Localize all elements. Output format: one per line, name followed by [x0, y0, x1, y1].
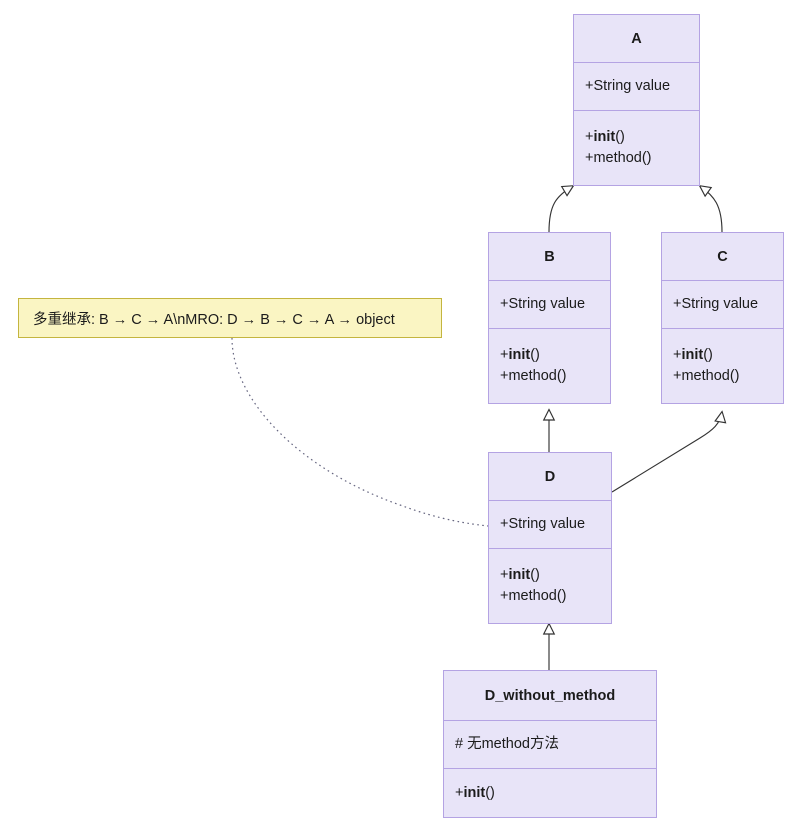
class-b-method-init: +init()	[500, 345, 610, 366]
class-b-title: B	[489, 233, 610, 281]
class-c-method-init: +init()	[673, 345, 783, 366]
class-box-c[interactable]: C +String value +init() +method()	[661, 232, 784, 404]
method-init-prefix: +	[500, 347, 509, 363]
edge-b-to-a	[548, 186, 573, 233]
class-a-method-method: +method()	[585, 150, 652, 166]
class-dwm-method-init: +init()	[455, 783, 656, 804]
class-b-method-method: +method()	[500, 368, 567, 384]
class-dwm-attribute: # 无method方法	[455, 736, 559, 752]
class-a-title: A	[574, 15, 699, 63]
class-dwm-attributes: # 无method方法	[444, 721, 656, 769]
class-box-d-without-method[interactable]: D_without_method # 无method方法 +init()	[443, 670, 657, 818]
class-a-attribute: +String value	[585, 78, 671, 94]
class-d-methods: +init() +method()	[489, 549, 611, 623]
class-b-methods: +init() +method()	[489, 329, 610, 403]
class-box-b[interactable]: B +String value +init() +method()	[488, 232, 611, 404]
class-a-method-init: +init()	[585, 127, 699, 148]
note-multiple-inheritance[interactable]: 多重继承: B → C → A\nMRO: D → B → C → A → ob…	[18, 298, 442, 338]
method-init-prefix: +	[673, 347, 682, 363]
edge-note-to-d	[231, 337, 489, 527]
class-c-attribute: +String value	[673, 296, 759, 312]
method-init-prefix: +	[500, 567, 509, 583]
method-init-suffix: ()	[703, 347, 713, 363]
class-d-name: D	[544, 468, 556, 485]
class-dwm-methods: +init()	[444, 769, 656, 817]
class-d-method-init: +init()	[500, 565, 611, 586]
edge-d-to-c	[611, 412, 722, 493]
class-c-method-method: +method()	[673, 368, 740, 384]
class-d-title: D	[489, 453, 611, 501]
class-box-a[interactable]: A +String value +init() +method()	[573, 14, 700, 186]
class-b-name: B	[544, 248, 555, 265]
class-dwm-title: D_without_method	[444, 671, 656, 721]
method-init-name: init	[508, 567, 531, 583]
method-init-name: init	[463, 784, 486, 801]
class-d-attributes: +String value	[489, 501, 611, 549]
method-init-prefix: +	[455, 784, 464, 801]
note-text: 多重继承: B → C → A\nMRO: D → B → C → A → ob…	[33, 311, 395, 328]
class-box-d[interactable]: D +String value +init() +method()	[488, 452, 612, 624]
class-a-name: A	[631, 30, 642, 47]
method-init-suffix: ()	[485, 784, 495, 801]
class-dwm-name: D_without_method	[484, 687, 616, 704]
class-b-attribute: +String value	[500, 296, 586, 312]
class-d-method-method: +method()	[500, 588, 567, 604]
method-init-suffix: ()	[530, 347, 540, 363]
class-c-name: C	[717, 248, 728, 265]
class-a-methods: +init() +method()	[574, 111, 699, 185]
class-c-attributes: +String value	[662, 281, 783, 329]
class-c-methods: +init() +method()	[662, 329, 783, 403]
class-a-attributes: +String value	[574, 63, 699, 111]
method-init-name: init	[681, 347, 704, 363]
method-init-name: init	[593, 129, 616, 145]
method-init-suffix: ()	[530, 567, 540, 583]
method-init-prefix: +	[585, 129, 594, 145]
method-init-name: init	[508, 347, 531, 363]
class-c-title: C	[662, 233, 783, 281]
edge-c-to-a	[700, 186, 723, 233]
class-d-attribute: +String value	[500, 516, 586, 532]
class-b-attributes: +String value	[489, 281, 610, 329]
method-init-suffix: ()	[615, 129, 625, 145]
